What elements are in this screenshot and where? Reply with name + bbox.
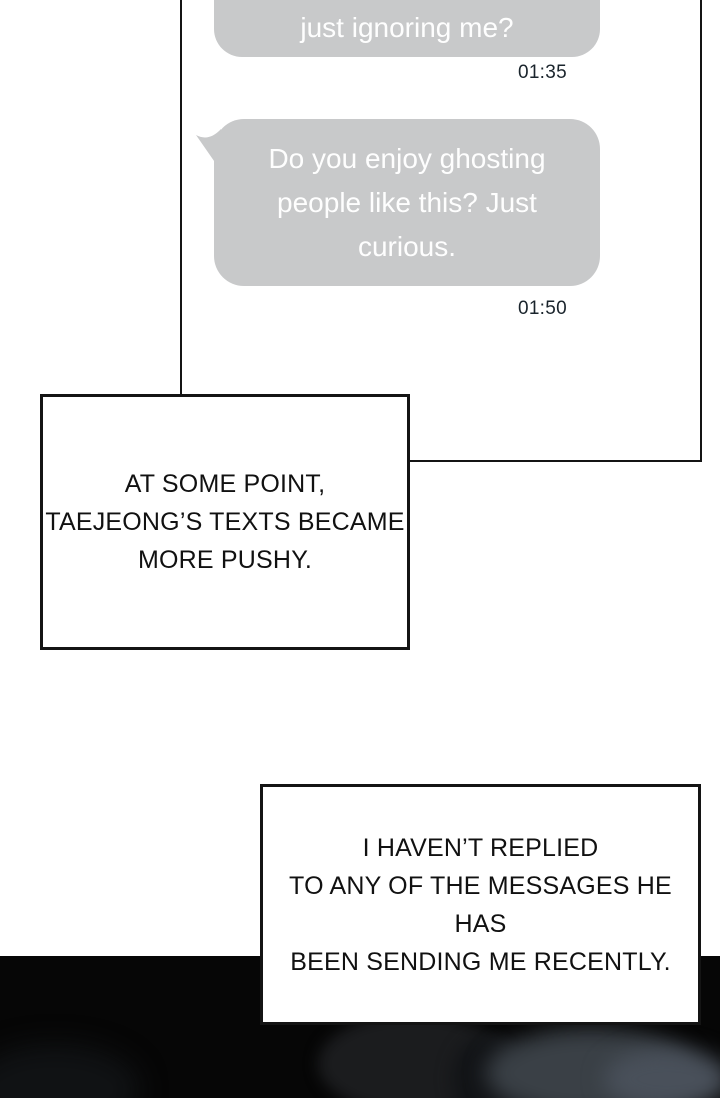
timestamp-first: 01:35 [517,62,567,83]
narration-line: AT SOME POINT, [124,470,326,498]
bedding-highlight-shape [604,1048,720,1098]
timestamp-second: 01:50 [517,298,567,319]
chat-panel: just ignoring me? 01:35 Do you enjoy gho… [180,0,702,462]
narration-line: TO ANY OF THE MESSAGES HE HAS [289,871,672,938]
narration-box-second: I HAVEN’T REPLIED TO ANY OF THE MESSAGES… [260,784,701,1025]
narration-line: TAEJEONG’S TEXTS BECAME [45,508,405,536]
chat-bubble-line: Do you enjoy ghosting [268,142,546,174]
narration-box-first: AT SOME POINT, TAEJEONG’S TEXTS BECAME M… [40,394,410,650]
narration-line: BEEN SENDING ME RECENTLY. [290,947,671,976]
narration-line: I HAVEN’T REPLIED [362,833,599,862]
chat-bubble-line: curious. [357,230,457,262]
chat-bubble: Do you enjoy ghosting people like this? … [214,119,600,286]
dark-scene [0,956,720,1098]
chat-bubble-partial-text: just ignoring me? [300,12,514,43]
chat-bubble-line: people like this? Just [277,186,537,218]
scene-shadow-shape [0,1044,140,1098]
narration-line: MORE PUSHY. [137,546,312,574]
chat-bubble-partial: just ignoring me? [214,0,600,57]
